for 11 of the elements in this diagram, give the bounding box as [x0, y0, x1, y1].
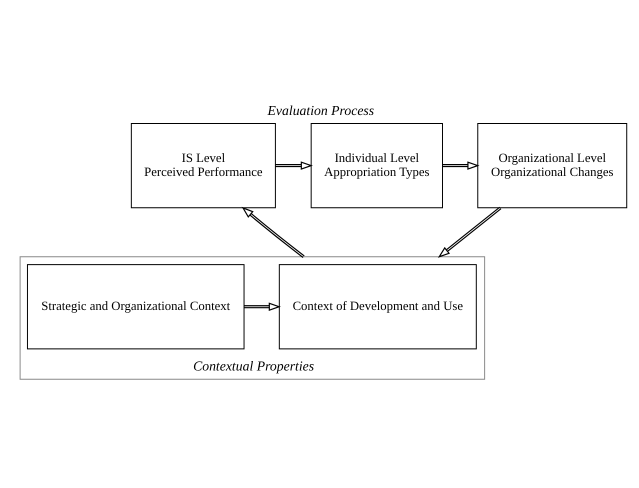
node-box: Strategic and Organizational Context	[26, 264, 245, 350]
arrow	[442, 161, 480, 170]
arrow	[244, 302, 281, 311]
node-box: Context of Development and Use	[278, 264, 477, 350]
node-box: Organizational Level Organizational Changes	[477, 122, 628, 208]
node-box: Individual Level Appropriation Types	[310, 122, 443, 208]
arrow	[438, 206, 502, 258]
diagram-title: Evaluation Process	[268, 102, 374, 118]
arrow	[242, 206, 305, 258]
node-box: IS Level Perceived Performance	[130, 122, 276, 208]
arrow	[276, 161, 313, 170]
